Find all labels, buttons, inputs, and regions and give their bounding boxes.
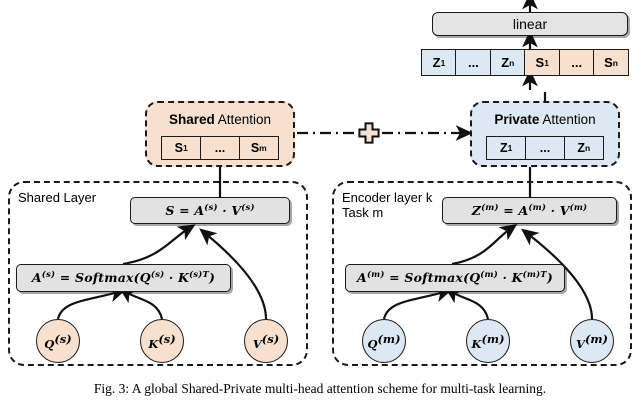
shared-cell: ... bbox=[199, 136, 241, 160]
private-output-formula: Z(m) = A(m) · V(m) bbox=[471, 202, 588, 219]
shared-output-formula-box: S = A(s) · V(s) bbox=[130, 197, 290, 224]
shared-layer-label: Shared Layer bbox=[18, 190, 97, 205]
node-key-shared: K(s) bbox=[140, 319, 184, 363]
shared-output-formula: S = A(s) · V(s) bbox=[165, 202, 255, 219]
node-query-shared: Q(s) bbox=[36, 319, 80, 363]
node-value-shared: V(s) bbox=[244, 319, 288, 363]
plus-icon bbox=[358, 122, 380, 144]
private-attention-title: Private Attention bbox=[494, 112, 596, 127]
shared-attention-formula-box: A(s) = Softmax(Q(s) · K(s)T) bbox=[16, 264, 231, 292]
token-cell: ... bbox=[455, 49, 492, 76]
private-layer-panel bbox=[332, 181, 632, 366]
node-query-private: Q(m) bbox=[362, 319, 406, 363]
encoder-layer-label: Encoder layer k Task m bbox=[342, 190, 432, 220]
linear-layer-box: linear bbox=[432, 12, 628, 36]
shared-attention-formula: A(s) = Softmax(Q(s) · K(s)T) bbox=[31, 270, 216, 286]
encoder-layer-line1: Encoder layer k bbox=[342, 190, 433, 205]
figure-caption: Fig. 3: A global Shared-Private multi-he… bbox=[93, 381, 547, 396]
private-attention-formula-box: A(m) = Softmax(Q(m) · K(m)T) bbox=[345, 264, 565, 292]
token-cell: ... bbox=[558, 49, 595, 76]
linear-label: linear bbox=[512, 16, 548, 32]
shared-layer-panel bbox=[8, 181, 308, 366]
private-attention-formula: A(m) = Softmax(Q(m) · K(m)T) bbox=[357, 270, 553, 286]
private-output-formula-box: Z(m) = A(m) · V(m) bbox=[442, 197, 617, 224]
encoder-layer-line2: Task m bbox=[342, 205, 384, 220]
node-key-private: K(m) bbox=[466, 319, 510, 363]
shared-attention-title: Shared Attention bbox=[168, 112, 272, 127]
node-value-private: V(m) bbox=[570, 319, 614, 363]
private-cell: ... bbox=[524, 136, 566, 160]
